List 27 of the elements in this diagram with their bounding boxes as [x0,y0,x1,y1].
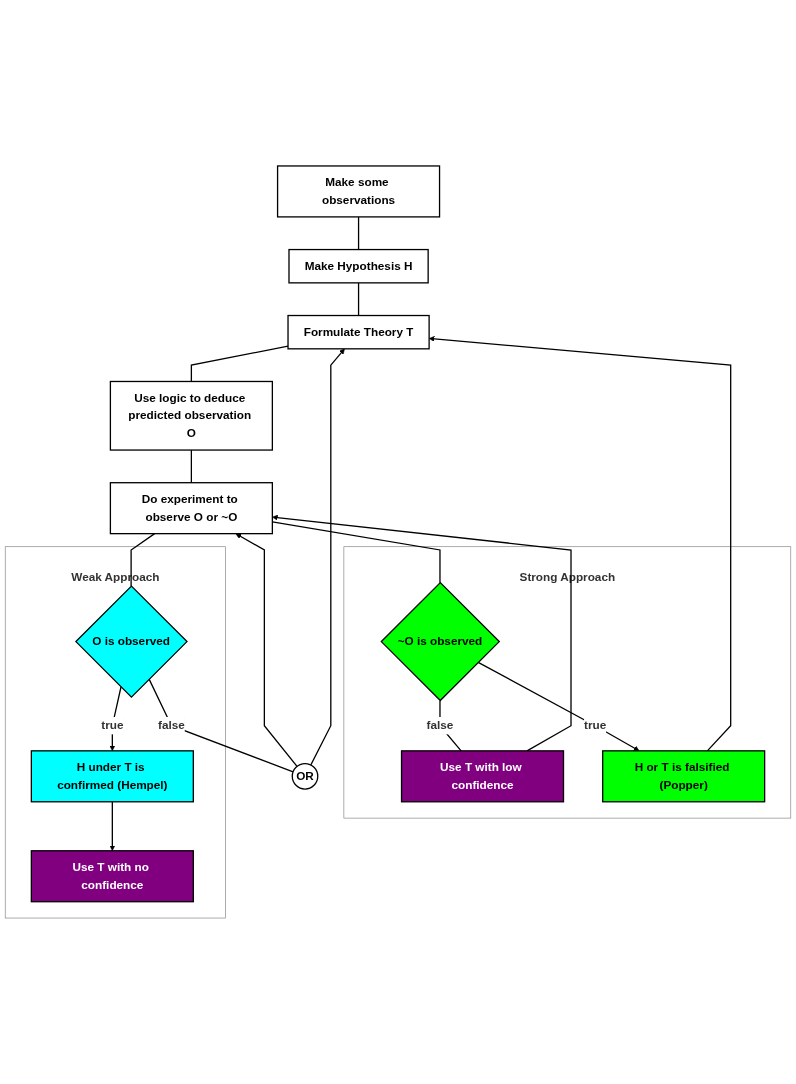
node-box: Use logic to deduce predicted observation O [109,380,273,451]
node-diamond: O is observed [75,585,188,699]
node-box: H under T is confirmed (Hempel) [30,750,194,803]
edge-label: true [584,718,607,732]
connector [190,345,289,383]
node-box: Formulate Theory T [287,314,430,350]
node-box: Use T with low confidence [400,750,565,803]
connector [357,216,360,251]
edge-label: true [101,718,124,732]
connector [148,678,294,773]
connector [190,449,193,484]
node-box: Make some observations [276,165,441,218]
arrow [235,533,298,768]
connector [357,282,360,317]
edge-label: false [158,718,185,732]
node-diamond: ~O is observed [380,581,501,702]
node-box: H or T is falsified (Popper) [602,750,766,803]
node-box: Do experiment to observe O or ~O [109,482,273,535]
arrow [109,686,122,752]
arrow [477,661,640,752]
node-box: Use T with no confidence [30,850,194,903]
arrow [109,801,116,852]
node-circle: OR [291,762,319,790]
edge-label: false [426,718,454,732]
arrow [310,348,345,766]
node-box: Make Hypothesis H [288,248,429,284]
connector [130,533,156,587]
